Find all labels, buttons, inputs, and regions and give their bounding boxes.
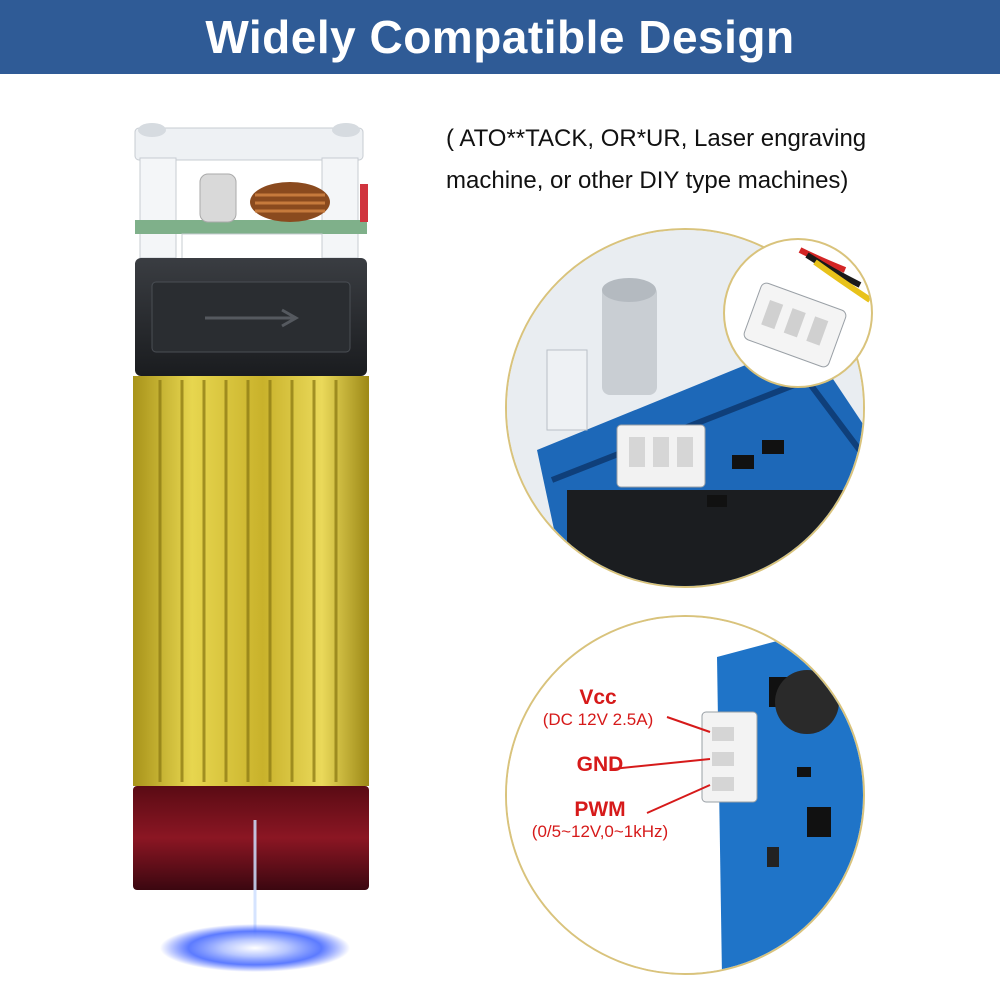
pinout-closeup	[505, 615, 865, 975]
plug-image	[743, 247, 871, 368]
page-title: Widely Compatible Design	[205, 11, 795, 63]
pin-pwm-label: PWM (0/5~12V,0~1kHz)	[515, 798, 685, 842]
pin-vcc-name: Vcc	[579, 686, 617, 709]
pin-gnd-label: GND	[560, 753, 640, 777]
pin-pwm-spec: (0/5~12V,0~1kHz)	[531, 822, 669, 841]
pin-gnd-name: GND	[576, 753, 624, 776]
pinout-pcb-image	[507, 617, 863, 973]
title-banner: Widely Compatible Design	[0, 0, 1000, 74]
plug-inset	[723, 238, 873, 388]
inductor-coil	[250, 182, 330, 222]
compatibility-text: ( ATO**TACK, OR*UR, Laser engraving mach…	[446, 125, 867, 194]
pin-vcc-spec: (DC 12V 2.5A)	[542, 710, 654, 729]
pin-pwm-name: PWM	[574, 798, 626, 821]
acrylic-bracket	[134, 123, 364, 259]
pcb-closeup-image	[507, 230, 863, 586]
connector-closeup	[505, 228, 865, 588]
pin-vcc-label: Vcc (DC 12V 2.5A)	[528, 686, 668, 730]
